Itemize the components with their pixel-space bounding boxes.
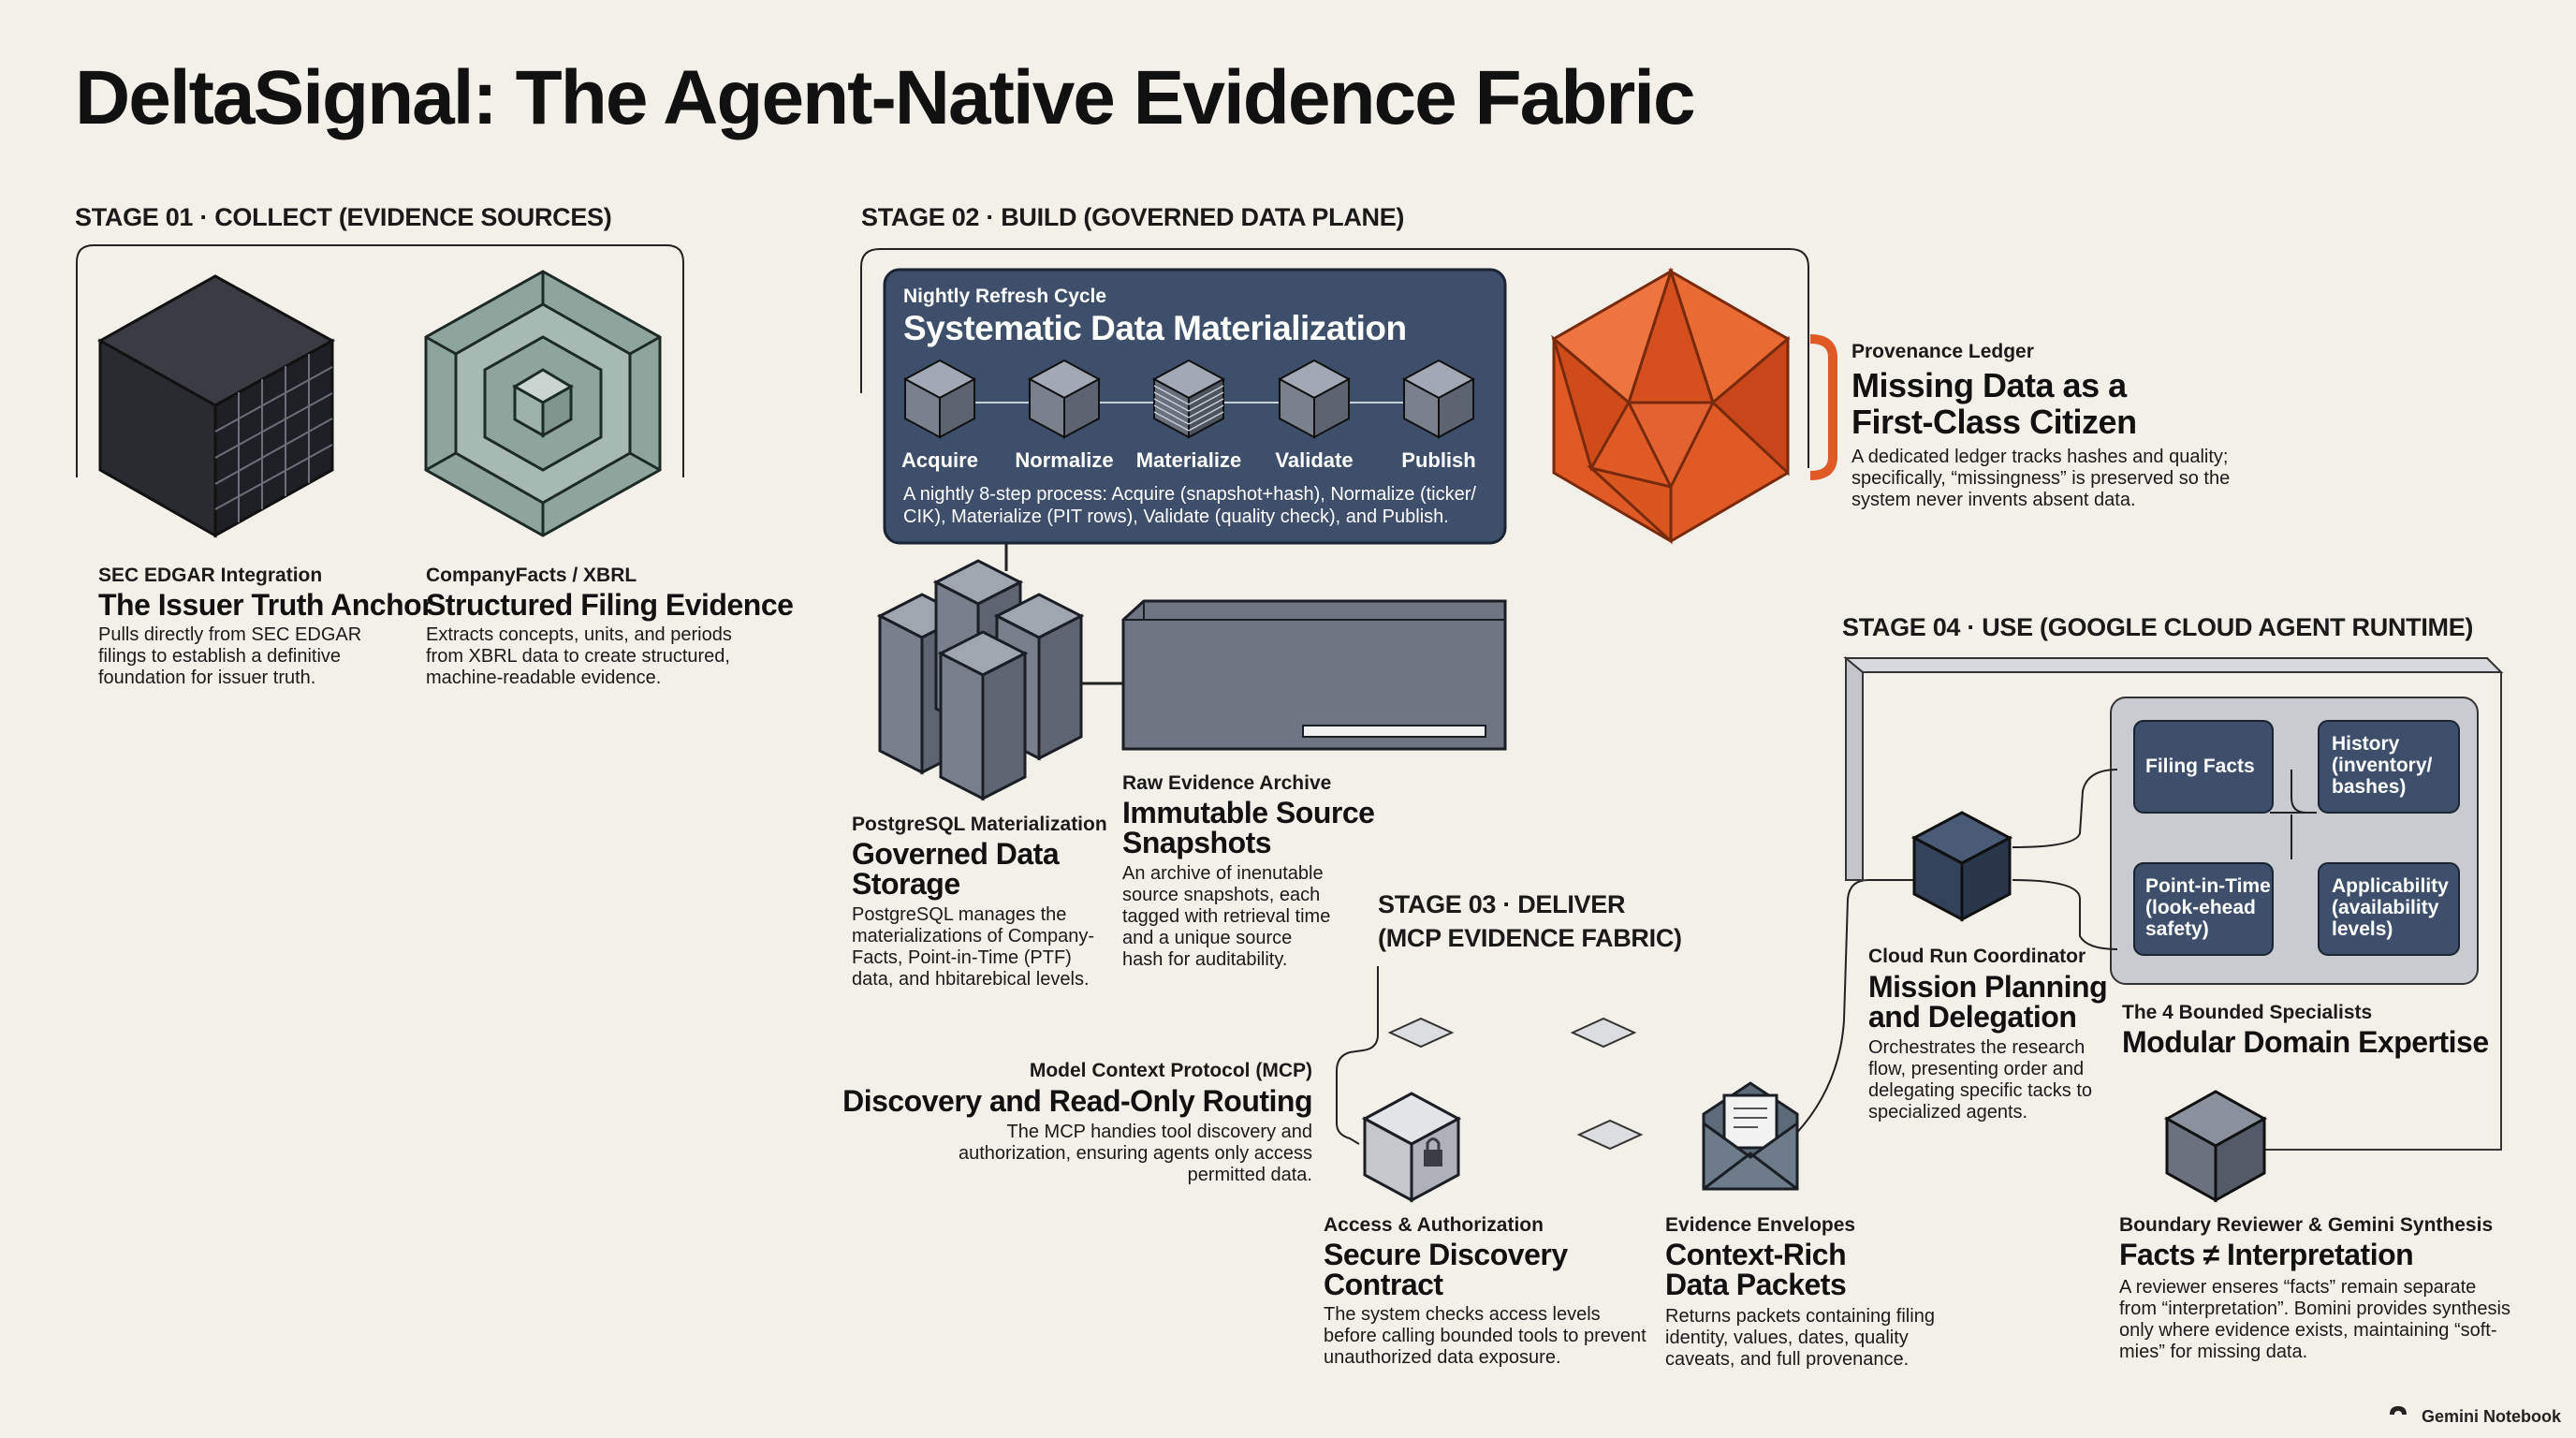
specialist-card bbox=[2133, 862, 2274, 956]
stage02-bracket bbox=[860, 248, 1809, 468]
provenance-ledger-icon bbox=[1551, 267, 1791, 545]
stage03-label: STAGE 03 · DELIVER(MCP EVIDENCE FABRIC) bbox=[1378, 890, 1682, 952]
specialist-card bbox=[2318, 720, 2460, 814]
stage04-label: STAGE 04 · USE (GOOGLE CLOUD AGENT RUNTI… bbox=[1842, 613, 2474, 641]
refresh-body: A nightly 8-step process: Acquire (snaps… bbox=[903, 484, 1476, 527]
packet-diamond-icon bbox=[1576, 1119, 1644, 1151]
validate-cube-icon bbox=[1277, 359, 1352, 439]
runtime-frame bbox=[1843, 655, 2504, 1151]
archive-kicker: Raw Evidence Archive bbox=[1122, 772, 1332, 794]
coordinator-kicker: Cloud Run Coordinator bbox=[1868, 946, 2086, 967]
edgar-heading: The Issuer Truth Anchor bbox=[98, 588, 433, 622]
coordinator-cube-icon bbox=[1910, 811, 2013, 922]
reviewer-body: A reviewer enseres “facts” remain separa… bbox=[2119, 1277, 2510, 1362]
refresh-kicker: Nightly Refresh Cycle bbox=[903, 286, 1107, 307]
materialize-cube-icon bbox=[1151, 359, 1226, 439]
mcp-kicker: Model Context Protocol (MCP) bbox=[1029, 1060, 1312, 1081]
ledger-bracket bbox=[1809, 334, 1837, 480]
packet-diamond-icon bbox=[1570, 1017, 1637, 1049]
step-publish: Publish bbox=[1401, 448, 1476, 472]
bounded-heading: Modular Domain Expertise bbox=[2122, 1025, 2489, 1059]
specialist-card bbox=[2318, 862, 2460, 956]
reviewer-kicker: Boundary Reviewer & Gemini Synthesis bbox=[2119, 1214, 2494, 1236]
packet-diamond-icon bbox=[1387, 1017, 1455, 1049]
xbrl-hexagon-icon bbox=[424, 270, 662, 537]
publish-cube-icon bbox=[1401, 359, 1476, 439]
postgres-kicker: PostgreSQL Materialization bbox=[852, 814, 1107, 835]
stage01-label: STAGE 01 · COLLECT (EVIDENCE SOURCES) bbox=[75, 203, 612, 231]
acquire-cube-icon bbox=[902, 359, 977, 439]
step-validate: Validate bbox=[1275, 448, 1354, 472]
step-normalize: Normalize bbox=[1015, 448, 1114, 472]
normalize-cube-icon bbox=[1027, 359, 1102, 439]
xbrl-kicker: CompanyFacts / XBRL bbox=[426, 565, 637, 586]
bounded-kicker: The 4 Bounded Specialists bbox=[2122, 1002, 2373, 1023]
postgres-cluster-icon bbox=[876, 559, 1085, 801]
page-title: DeltaSignal: The Agent-Native Evidence F… bbox=[75, 55, 1696, 140]
reviewer-heading: Facts ≠ Interpretation bbox=[2119, 1238, 2414, 1271]
envelope-icon bbox=[1702, 1081, 1799, 1191]
lock-cube-icon bbox=[1361, 1092, 1462, 1203]
ledger-kicker: Provenance Ledger bbox=[1852, 341, 2034, 362]
specialist-card bbox=[2133, 720, 2274, 814]
step-materialize: Materialize bbox=[1135, 448, 1242, 472]
mcp-heading: Discovery and Read-Only Routing bbox=[842, 1084, 1312, 1118]
gemini-logo-icon bbox=[2390, 1406, 2407, 1415]
refresh-step-cubes bbox=[902, 359, 1476, 439]
stage01-bracket bbox=[76, 244, 684, 477]
edgar-kicker: SEC EDGAR Integration bbox=[98, 565, 323, 586]
specialist-filing-facts: Filing Facts bbox=[2145, 756, 2255, 777]
xbrl-heading: Structured Filing Evidence bbox=[426, 588, 794, 622]
reviewer-cube-icon bbox=[2163, 1090, 2268, 1203]
archive-block-icon bbox=[1121, 599, 1507, 751]
stage02-label: STAGE 02 · BUILD (GOVERNED DATA PLANE) bbox=[861, 203, 1405, 231]
step-acquire: Acquire bbox=[901, 448, 978, 472]
ledger-body: A dedicated ledger tracks hashes and qua… bbox=[1852, 447, 2231, 510]
envelopes-kicker: Evidence Envelopes bbox=[1665, 1214, 1856, 1236]
edgar-cube-icon bbox=[96, 274, 336, 538]
refresh-heading: Systematic Data Materialization bbox=[903, 309, 1407, 347]
access-kicker: Access & Authorization bbox=[1324, 1214, 1544, 1236]
brand-label: Gemini Notebook bbox=[2421, 1407, 2561, 1426]
specialist-history: History(inventory/bashes) bbox=[2332, 733, 2433, 798]
